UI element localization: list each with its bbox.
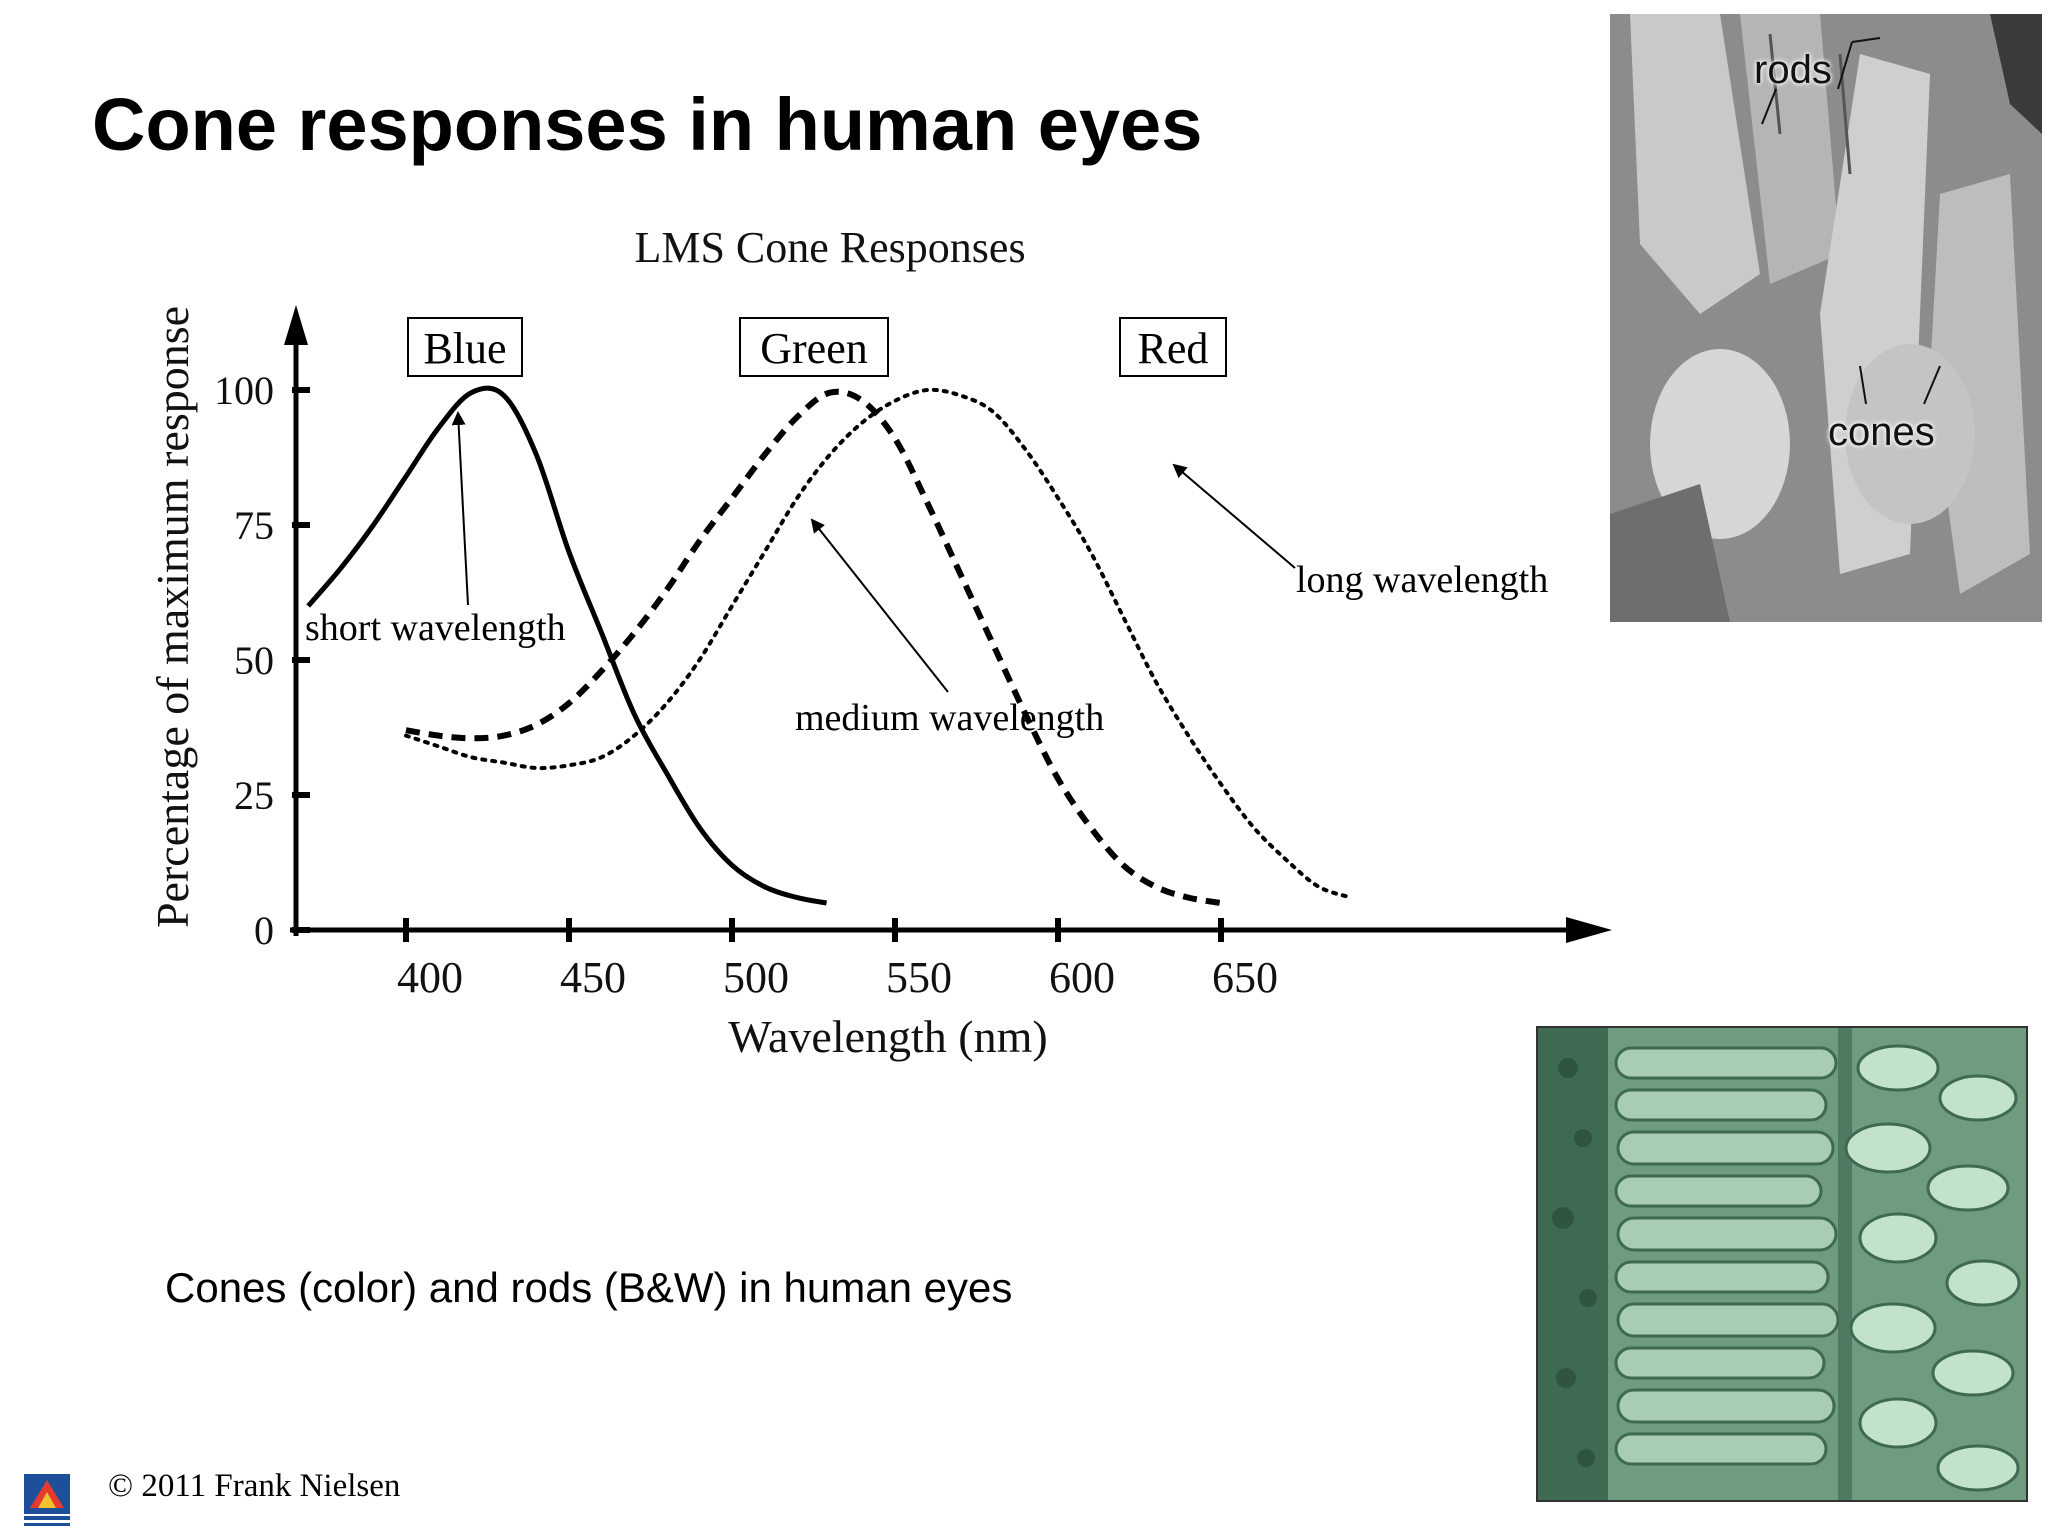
x-tick-label: 650	[1212, 953, 1278, 1002]
copyright-notice: © 2011 Frank Nielsen	[108, 1468, 401, 1504]
legend-blue: Blue	[407, 317, 523, 377]
retina-green-micrograph	[1536, 1026, 2028, 1502]
cones-label: cones	[1828, 410, 1935, 454]
legend-red: Red	[1119, 317, 1227, 377]
y-tick-label: 25	[234, 773, 274, 818]
x-tick-label: 400	[397, 953, 463, 1002]
legend-green-label: Green	[760, 324, 868, 373]
y-tick-label: 50	[234, 638, 274, 683]
x-tick-label: 450	[560, 953, 626, 1002]
y-axis-arrow	[284, 305, 308, 345]
ecole-polytechnique-logo	[20, 1472, 74, 1528]
x-tick-label: 500	[723, 953, 789, 1002]
x-axis-arrow	[1566, 917, 1612, 943]
x-tick-label: 550	[886, 953, 952, 1002]
series-line-medium-wavelength	[405, 388, 1222, 906]
legend-green: Green	[739, 317, 889, 377]
legend-red-label: Red	[1138, 324, 1209, 373]
annotation-short-arrow	[451, 411, 469, 606]
annotation-medium-wavelength: medium wavelength	[795, 697, 1104, 739]
x-tick-label: 600	[1049, 953, 1115, 1002]
chart-ticks: 400 450 500 550 600 650 0 25 50 75 100	[214, 368, 1278, 1002]
annotation-medium-arrow	[810, 518, 949, 693]
slide-caption: Cones (color) and rods (B&W) in human ey…	[165, 1264, 1013, 1311]
series-line-short-wavelength	[306, 385, 827, 906]
annotation-long-wavelength: long wavelength	[1296, 559, 1548, 601]
chart-series	[306, 385, 1354, 906]
chart-ylabel: Percentage of maximum response	[147, 306, 198, 928]
legend-blue-label: Blue	[423, 324, 506, 373]
chart-xlabel: Wavelength (nm)	[728, 1011, 1047, 1062]
chart-axes	[284, 305, 1612, 943]
annotation-long-arrow	[1172, 463, 1296, 569]
annotation-short-wavelength: short wavelength	[305, 607, 566, 649]
rods-cones-micrograph: rods cones	[1610, 14, 2042, 622]
chart-title: LMS Cone Responses	[634, 223, 1025, 272]
y-tick-label: 75	[234, 503, 274, 548]
rods-label: rods	[1754, 48, 1832, 92]
slide-title: Cone responses in human eyes	[92, 83, 1203, 166]
y-tick-label: 0	[254, 908, 274, 953]
y-tick-label: 100	[214, 368, 274, 413]
